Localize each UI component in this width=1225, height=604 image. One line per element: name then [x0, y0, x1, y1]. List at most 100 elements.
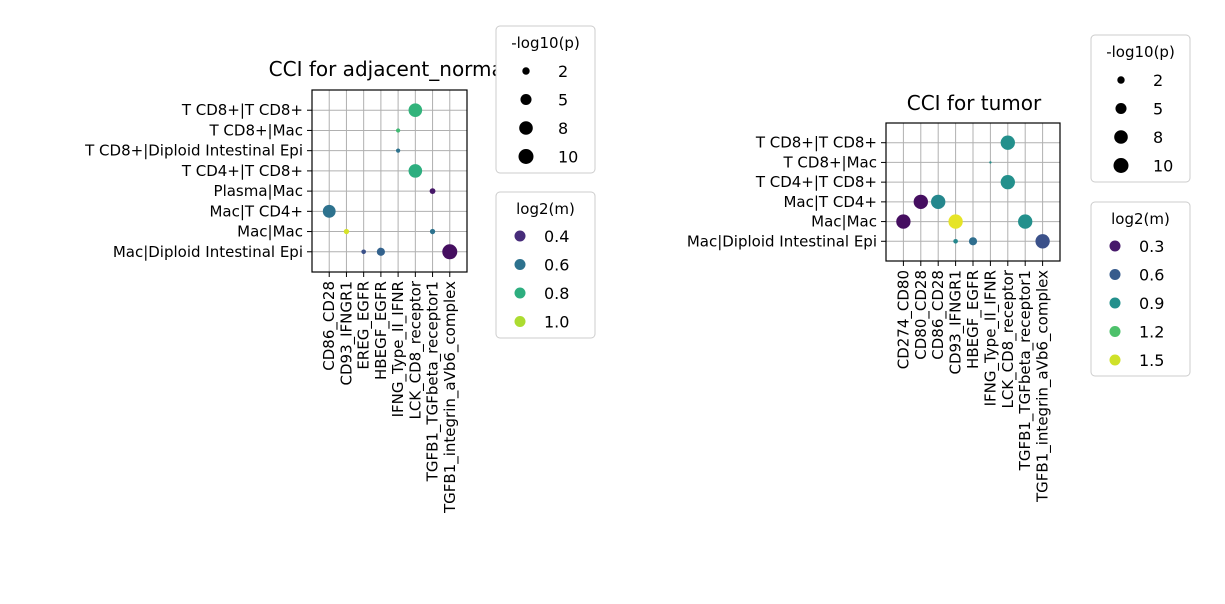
legend-size-marker	[518, 149, 534, 164]
legend-size-marker	[1114, 130, 1128, 144]
data-point	[913, 194, 928, 210]
data-point	[376, 247, 385, 256]
data-points	[896, 135, 1050, 249]
y-tick-label: Mac|Mac	[237, 223, 303, 241]
data-point	[1000, 135, 1015, 150]
data-point	[968, 237, 978, 246]
legend-color-marker	[1109, 326, 1121, 337]
y-tick-label: Mac|T CD4+	[209, 202, 303, 220]
data-point	[322, 204, 336, 218]
legend-color-label: 0.6	[544, 256, 569, 275]
chart-panel-1: CCI for adjacent_normal T CD8+|T CD8+ T CD…	[84, 25, 596, 514]
legend-size-label: 10	[1153, 157, 1173, 176]
legend-size-label: 8	[558, 119, 568, 138]
data-point	[896, 214, 911, 229]
data-point	[395, 148, 401, 153]
y-tick-label: T CD8+|T CD8+	[755, 134, 877, 152]
y-tick-label: T CD4+|T CD8+	[181, 162, 303, 180]
y-tick-label: T CD4+|T CD8+	[755, 173, 877, 191]
legend-color-marker	[1109, 269, 1121, 280]
data-point	[361, 249, 366, 255]
legend-color-label: 1.5	[1139, 351, 1164, 370]
legend-size-label: 2	[1153, 71, 1163, 90]
legend-size-label: 5	[558, 91, 568, 110]
x-tick-label: LCK_CD8_receptor	[406, 280, 425, 419]
legend-color-marker	[514, 287, 526, 299]
legend-color-marker	[514, 230, 526, 242]
x-tick-label: TGFB1_TGFbeta_receptor1	[424, 281, 443, 482]
data-point	[395, 128, 401, 133]
y-tick-label: T CD8+|Mac	[782, 153, 877, 171]
legend-color: log2(m) 0.4 0.6 0.8 1.0	[495, 191, 596, 339]
y-tick-label: T CD8+|Mac	[208, 121, 303, 139]
legend-size-marker	[1115, 102, 1127, 115]
data-point	[429, 228, 436, 235]
data-point	[948, 214, 963, 229]
legend-title: log2(m)	[1111, 210, 1170, 228]
legend-size: -log10(p) 2 5 8 10	[1090, 34, 1191, 183]
legend-size-marker	[522, 67, 530, 75]
data-point	[408, 103, 423, 118]
x-tick-label: CD93_IFNGR1	[337, 281, 356, 385]
x-tick-label: TGFB1_integrin_aVb6_complex	[441, 281, 460, 514]
data-point	[931, 194, 946, 210]
legend-color-label: 0.8	[544, 284, 569, 303]
x-tick-label: CD80_CD28	[912, 270, 931, 360]
data-point	[429, 188, 436, 195]
legend-color-label: 0.9	[1139, 294, 1164, 313]
legend-color-label: 0.4	[544, 227, 569, 246]
y-tick-label: Mac|T CD4+	[783, 193, 877, 211]
x-tick-label: CD86_CD28	[929, 270, 948, 360]
legend-frame	[1090, 201, 1191, 377]
y-tick-label: T CD8+|Diploid Intestinal Epi	[84, 142, 303, 160]
data-point	[1018, 214, 1033, 229]
legend-size-label: 5	[1153, 100, 1163, 119]
legend-title: -log10(p)	[1106, 43, 1175, 61]
data-points	[322, 103, 458, 260]
legend-color-marker	[1109, 354, 1121, 366]
legend-color-label: 1.0	[544, 313, 569, 332]
x-tick-label: EREG_EGFR	[355, 281, 374, 370]
legend-size-marker	[1113, 158, 1129, 173]
plot-frame	[311, 89, 468, 273]
legend-color-marker	[1109, 240, 1121, 252]
legend-color-marker	[514, 259, 526, 270]
legend-color: log2(m) 0.3 0.6 0.9 1.2 1.5	[1090, 201, 1191, 377]
x-tick-label: IFNG_Type_II_IFNR	[981, 270, 1000, 406]
data-point	[408, 164, 423, 178]
y-tick-label: Mac|Diploid Intestinal Epi	[687, 232, 877, 250]
y-tick-label: T CD8+|T CD8+	[181, 101, 303, 119]
x-tick-label: CD93_IFNGR1	[947, 270, 966, 374]
data-point	[1000, 174, 1015, 190]
legend-color-label: 0.3	[1139, 237, 1164, 256]
data-point	[442, 244, 458, 260]
x-tick-label: TGFB1_integrin_aVb6_complex	[1034, 270, 1053, 503]
x-tick-label: TGFB1_TGFbeta_receptor1	[1016, 270, 1035, 471]
legend-color-marker	[1109, 297, 1121, 309]
legend-color-label: 0.6	[1139, 266, 1164, 285]
x-tick-label: CD274_CD80	[894, 270, 913, 369]
legend-frame	[495, 191, 596, 339]
legend-size-label: 8	[1153, 128, 1163, 147]
legend-title: log2(m)	[516, 200, 575, 218]
chart-panel-2: CCI for tumor T CD8+|T CD8+T CD8+|Mac T CD…	[687, 34, 1191, 503]
chart-title: CCI for tumor	[907, 91, 1042, 115]
legend-title: -log10(p)	[511, 34, 580, 52]
legend-size-label: 10	[558, 148, 578, 167]
chart-title: CCI for adjacent_normal	[269, 57, 510, 81]
legend-size-label: 2	[558, 62, 568, 81]
legend-color-marker	[514, 316, 526, 327]
data-point	[989, 161, 992, 164]
legend-size-marker	[519, 121, 533, 135]
legend-size-marker	[520, 93, 532, 106]
legend-frame	[495, 25, 596, 174]
x-tick-label: IFNG_Type_II_IFNR	[389, 281, 408, 417]
x-tick-label: CD86_CD28	[320, 281, 339, 371]
y-tick-label: Plasma|Mac	[214, 182, 303, 200]
x-tick-label: HBEGF_EGFR	[372, 281, 391, 380]
grid	[312, 90, 467, 272]
x-tick-label: HBEGF_EGFR	[964, 270, 983, 369]
y-tick-label: Mac|Diploid Intestinal Epi	[113, 243, 303, 261]
legend-color-label: 1.2	[1139, 323, 1164, 342]
